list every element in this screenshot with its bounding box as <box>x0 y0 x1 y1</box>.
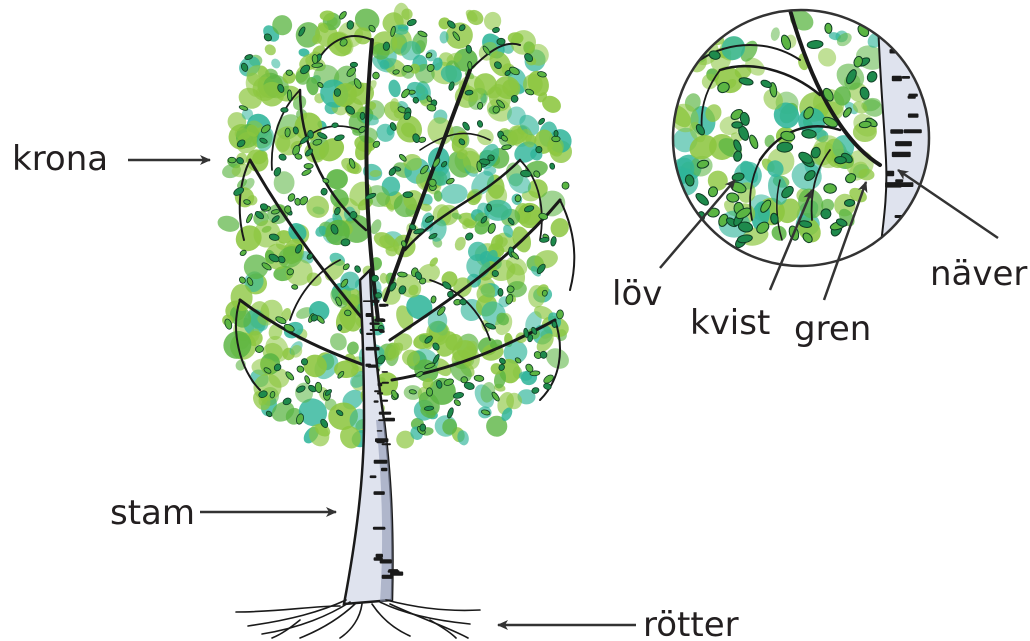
label-naver: näver <box>930 254 1027 294</box>
label-stam: stam <box>110 493 195 533</box>
birch-tree-illustration <box>216 3 574 638</box>
label-rotter: rötter <box>643 605 739 641</box>
tree-roots <box>236 600 480 638</box>
arrow-naver <box>898 170 998 238</box>
label-kvist: kvist <box>690 303 770 343</box>
label-gren: gren <box>794 309 871 349</box>
magnified-detail <box>661 6 932 270</box>
label-lov: löv <box>612 274 662 314</box>
label-krona: krona <box>12 139 108 179</box>
